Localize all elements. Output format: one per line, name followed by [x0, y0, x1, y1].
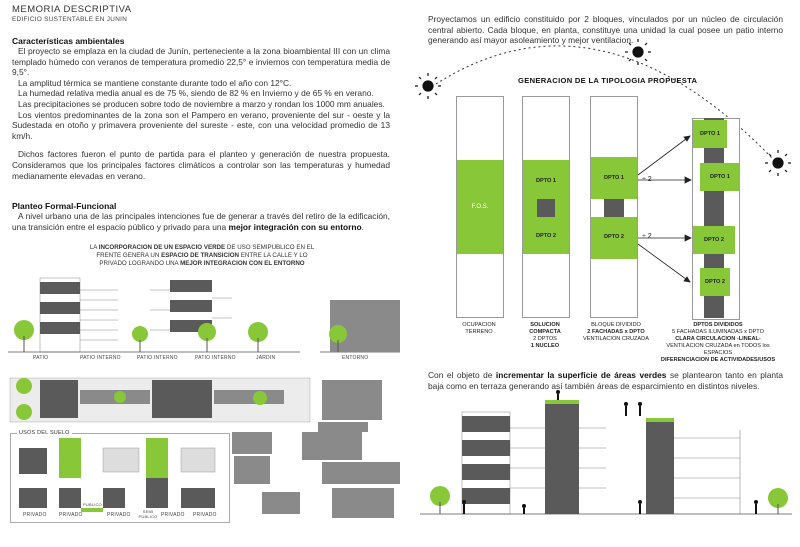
compact-dpto2: DPTO 2 [535, 233, 557, 239]
clima-text: El proyecto se emplaza en la ciudad de J… [12, 46, 390, 181]
planteo-text: A nivel urbano una de las principales in… [12, 211, 390, 232]
split-block-1 [591, 157, 637, 199]
planteo-p1b: mejor integración con su entorno [228, 221, 362, 232]
fos-block [457, 160, 503, 254]
section-label-entorno: ENTORNO [342, 355, 369, 361]
plan-drawing [0, 372, 400, 432]
fos-label: F.O.S. [471, 204, 489, 210]
split-core [604, 199, 624, 217]
dpto2-upper [693, 226, 735, 254]
section-drawing: PATIO PATIO INTERNO PATIO INTERNO PATIO … [0, 270, 400, 370]
page-title: MEMORIA DESCRIPTIVA [12, 4, 132, 15]
diagram-title: GENERACION DE LA TIPOLOGIA PROPUESTA [518, 76, 698, 85]
compact-dpto1: DPTO 1 [535, 178, 557, 184]
dpto1-upper [693, 120, 727, 148]
split-dpto1: DPTO 1 [603, 175, 625, 181]
usos-label-3: PRIVADO [107, 512, 131, 518]
planteo-p1c: . [361, 221, 364, 232]
section-label-patio: PATIO [33, 355, 49, 361]
verdes-section-drawing [400, 390, 800, 547]
usos-publico-tag: PUBLICO [83, 502, 102, 507]
planteo-heading: Planteo Formal-Funcional [12, 201, 117, 211]
div-dpto2-b: DPTO 2 [704, 279, 726, 285]
usos-label-2: PRIVADO [59, 512, 83, 518]
clima-p3: La humedad relativa media anual es de 75… [18, 88, 374, 99]
usos-label-4: PRIVADO [161, 512, 185, 518]
verdes-text: Con el objeto de incrementar la superfic… [428, 370, 784, 391]
page-subtitle: EDIFICIO SUSTENTABLE EN JUNIN [12, 16, 128, 23]
div-dpto2-a: DPTO 2 [703, 237, 725, 243]
dpto2-lower [700, 268, 730, 296]
intro-text: Proyectamos un edificio constituido por … [428, 14, 783, 46]
dpto1-lower [700, 163, 740, 191]
usos-label-5: PRIVADO [193, 512, 217, 518]
usos-box: USOS DEL SUELO PUBLICO PRIVADO PRIVADO P… [10, 430, 230, 523]
usos-label-semipublico: SEMI PUBLICO [138, 509, 158, 519]
section-label-patio-interno-3: PATIO INTERNO [195, 355, 236, 361]
clima-p5: Los vientos predominantes de la zona son… [12, 109, 390, 141]
section-caption: LA INCORPORACION DE UN ESPACIO VERDE DE … [89, 244, 315, 267]
section-label-patio-interno-2: PATIO INTERNO [137, 355, 178, 361]
sun-path-arc [415, 39, 791, 283]
clima-p4: Las precipitaciones se producen sobre to… [18, 98, 385, 109]
clima-p1: El proyecto se emplaza en la ciudad de J… [12, 46, 390, 78]
clima-p6: Dichos factores fueron el punto de parti… [12, 149, 390, 181]
split-block-2 [591, 217, 637, 259]
clima-heading: Características ambientales [12, 36, 125, 46]
div-dpto1-b: DPTO 1 [709, 174, 731, 180]
section-label-jardin: JARDIN [256, 355, 276, 361]
div-dpto1-a: DPTO 1 [699, 131, 721, 137]
left-page: MEMORIA DESCRIPTIVA EDIFICIO SUSTENTABLE… [0, 4, 400, 523]
compact-core [537, 199, 555, 217]
usos-title: USOS DEL SUELO [17, 430, 72, 436]
section-label-patio-interno-1: PATIO INTERNO [80, 355, 121, 361]
right-page: Proyectamos un edificio constituido por … [400, 0, 800, 547]
divide-label-1: ÷ 2 [642, 176, 652, 183]
planteo-p1a: A nivel urbano una de las principales in… [12, 211, 390, 232]
usos-label-1: PRIVADO [23, 512, 47, 518]
divide-label-2: ÷ 2 [642, 233, 652, 240]
lower-plan-drawing [232, 432, 400, 522]
split-dpto2: DPTO 2 [603, 234, 625, 240]
clima-p2: La amplitud térmica se mantiene constant… [18, 77, 292, 88]
